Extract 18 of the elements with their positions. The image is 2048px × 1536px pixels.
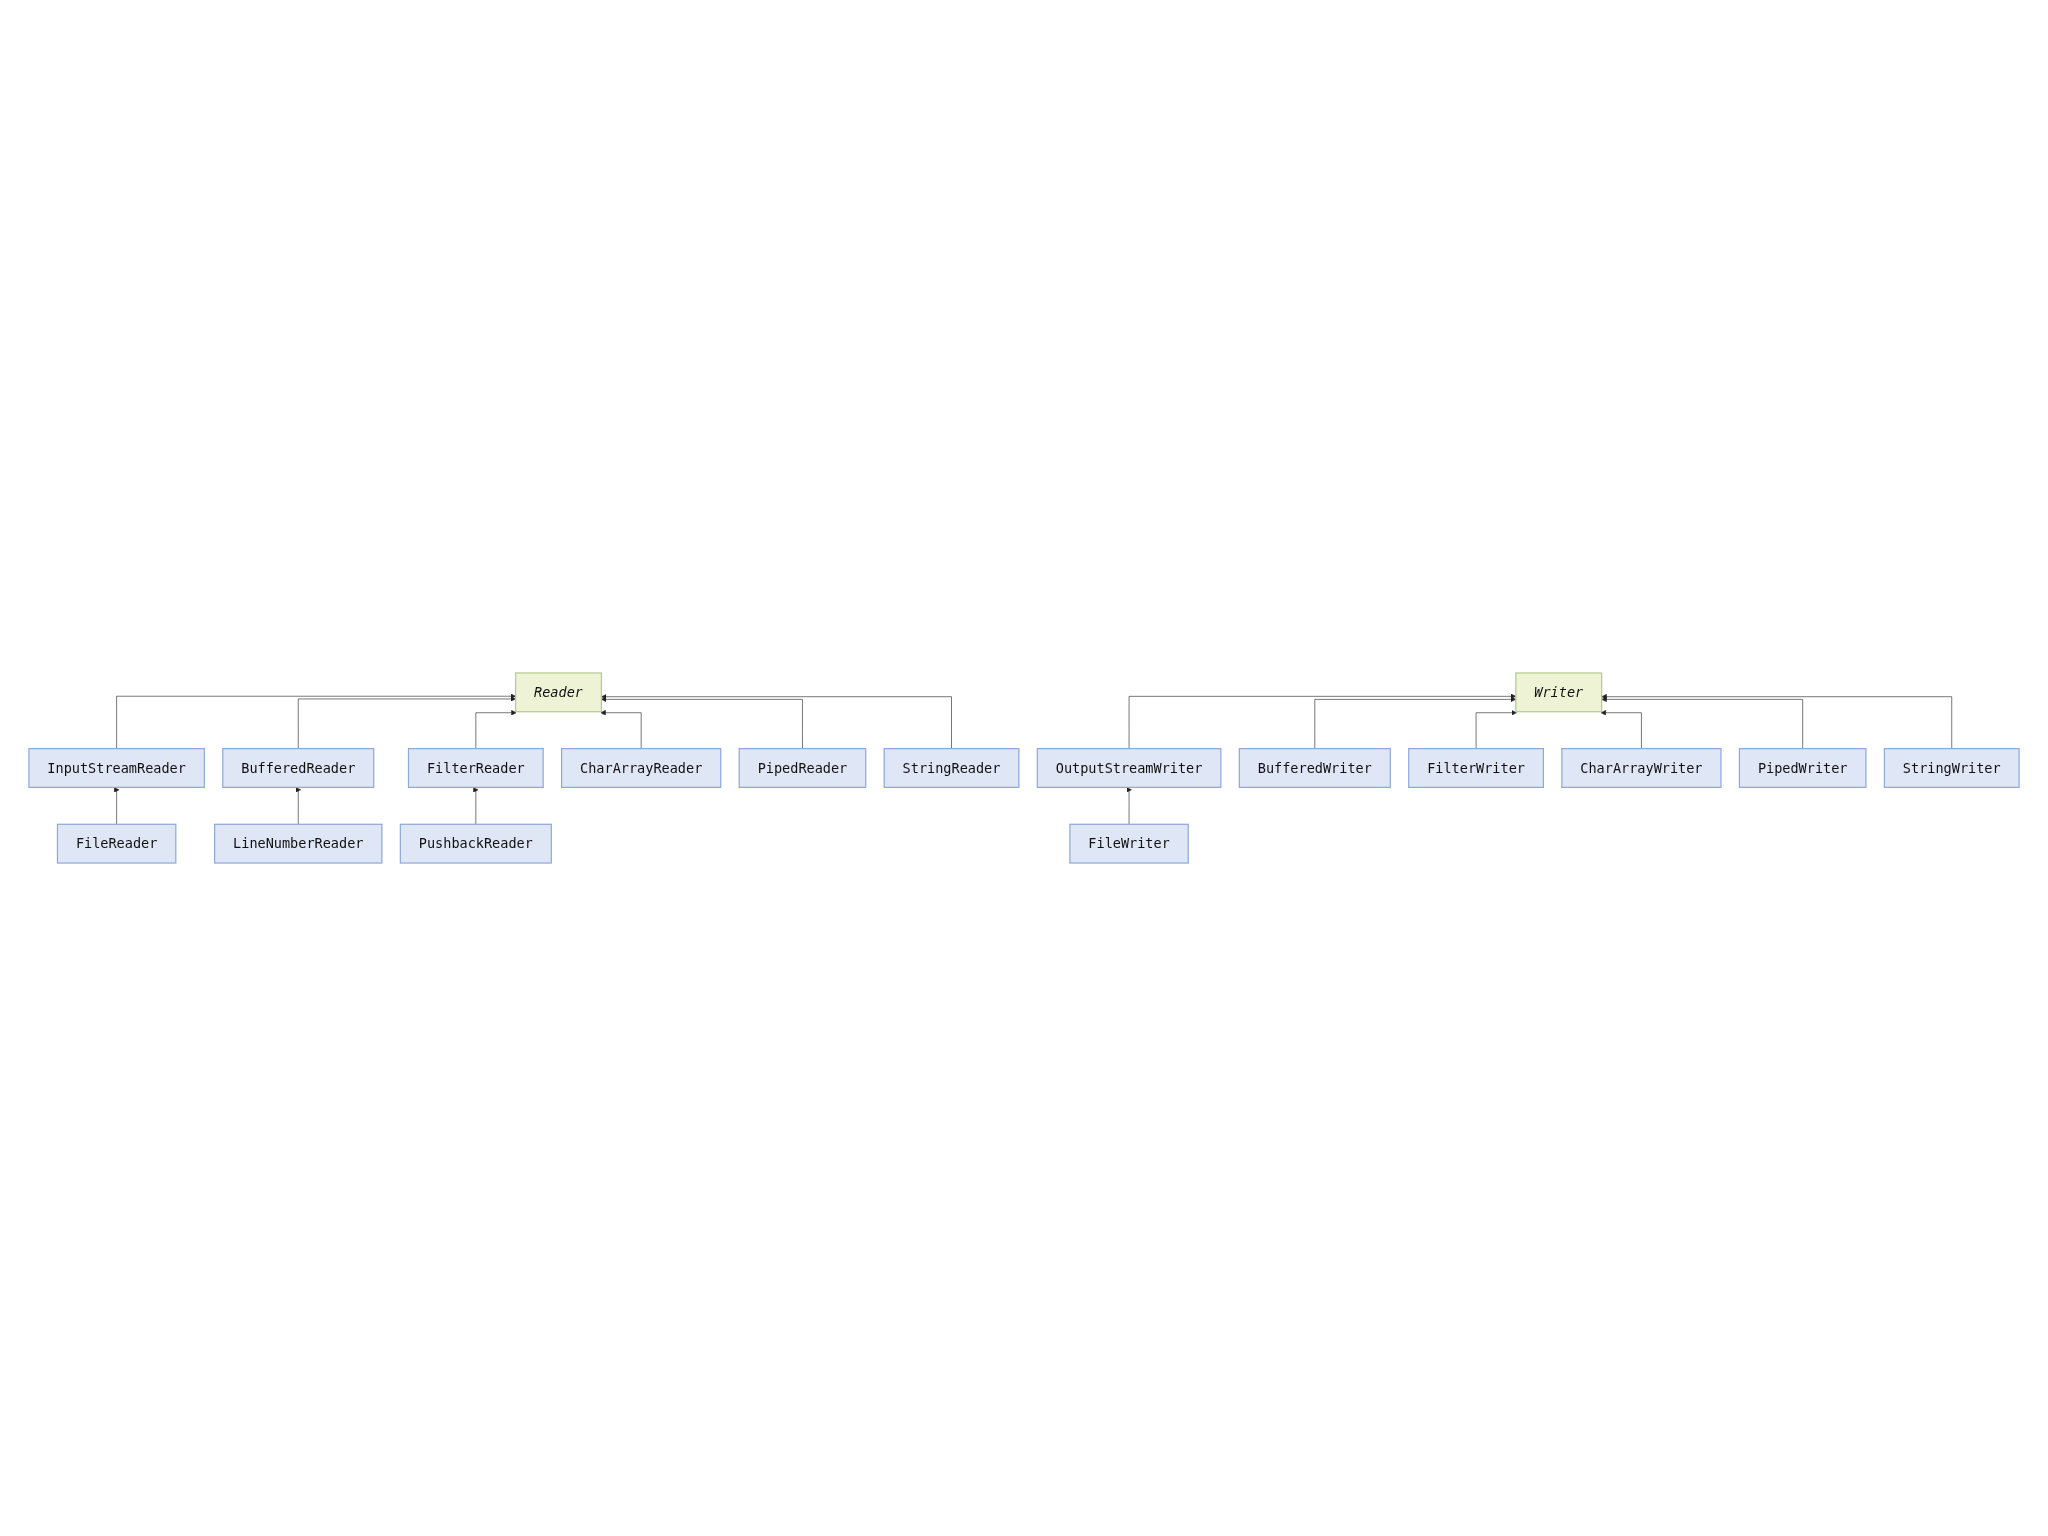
node-box: FilterWriter <box>1408 748 1544 788</box>
node-box: InputStreamReader <box>28 748 205 788</box>
node-box: PipedReader <box>738 748 867 788</box>
node-box: PipedWriter <box>1738 748 1867 788</box>
node-box: FileWriter <box>1069 823 1189 864</box>
node-box: CharArrayWriter <box>1561 748 1722 788</box>
node-box: LineNumberReader <box>214 823 383 864</box>
node-box: OutputStreamWriter <box>1036 748 1222 788</box>
node-box: CharArrayReader <box>561 748 722 788</box>
node-box: BufferedReader <box>222 748 375 788</box>
node-box: Writer <box>1515 672 1603 713</box>
node-box: FileReader <box>56 823 177 864</box>
node-box: FilterReader <box>407 748 544 788</box>
node-box: PushbackReader <box>399 823 552 864</box>
node-box: StringReader <box>883 748 1020 788</box>
node-box: StringWriter <box>1883 748 2020 788</box>
node-box: Reader <box>515 672 602 713</box>
node-box: BufferedWriter <box>1238 748 1391 788</box>
